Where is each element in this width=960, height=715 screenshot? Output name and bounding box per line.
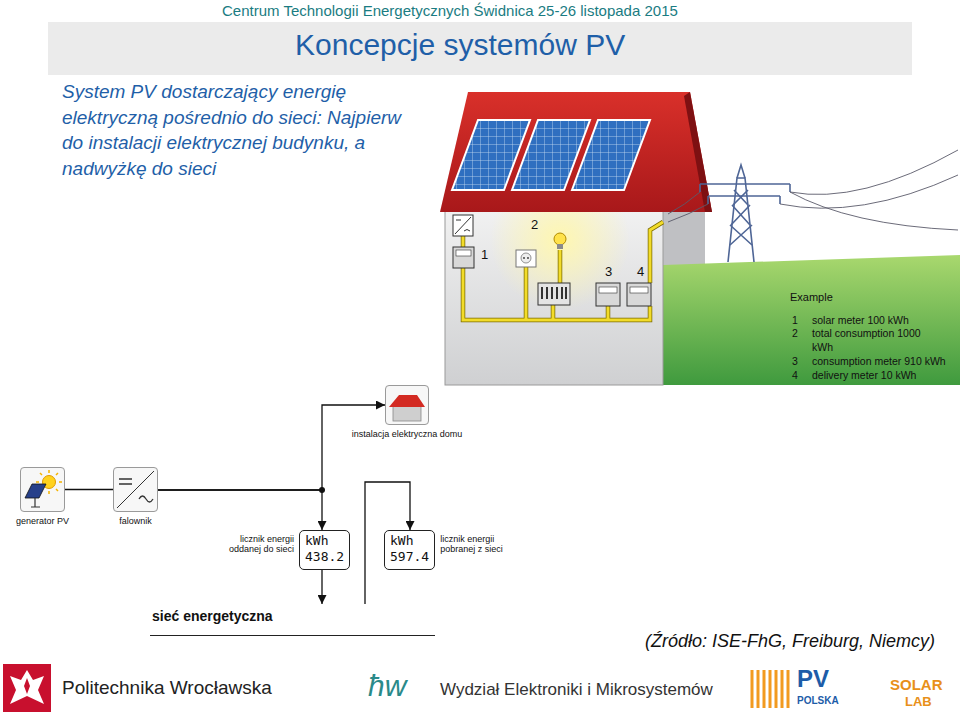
grid-band: sieć energetyczna — [150, 604, 435, 636]
node-text: kWh — [305, 533, 344, 549]
connector — [65, 489, 113, 490]
example-text: delivery meter 10 kWh — [812, 369, 916, 382]
pv-logo-text: PV — [797, 665, 829, 694]
solar-lab-logo: LAB — [905, 694, 932, 710]
connector — [158, 490, 322, 530]
callout-number: 1 — [481, 247, 488, 263]
example-number: 4 — [792, 369, 798, 382]
node-text: kWh — [390, 533, 429, 549]
example-heading: Example — [790, 291, 833, 304]
callout-number: 2 — [531, 217, 538, 233]
example-number: 2 — [792, 327, 798, 340]
node-label: licznik energii pobranej z sieci — [440, 534, 520, 555]
connector — [321, 570, 322, 605]
house-box: instalacja elektryczna domu — [385, 385, 429, 425]
import-meter: kWh597.4licznik energii pobranej z sieci — [384, 530, 435, 570]
example-text: solar meter 100 kWh — [812, 314, 909, 327]
example-text: consumption meter 910 kWh — [812, 355, 946, 368]
node-label: generator PV — [3, 516, 83, 526]
faculty-logo: ħw — [368, 668, 406, 704]
node-text: 438.2 — [305, 549, 344, 565]
slide-title: Koncepcje systemów PV — [295, 27, 625, 63]
pv-logo-subtext: POLSKA — [797, 695, 839, 707]
callout-number: 4 — [637, 264, 644, 280]
example-text: total consumption 1000 kWh — [812, 327, 922, 354]
example-number: 3 — [792, 355, 798, 368]
node-label: licznik energii oddanej do sieci — [222, 534, 294, 555]
event-header: Centrum Technologii Energetycznych Świdn… — [222, 2, 678, 20]
faculty-name: Wydział Elektroniki i Mikrosystemów — [440, 680, 713, 700]
node-label: instalacja elektryczna domu — [351, 429, 463, 439]
callout-number: 3 — [605, 264, 612, 280]
slide-subtitle: System PV dostarczający energię elektryc… — [62, 79, 407, 182]
university-name: Politechnika Wrocławska — [62, 677, 272, 700]
node-text: sieć energetyczna — [152, 608, 433, 626]
connector — [158, 405, 385, 490]
node-label: falownik — [96, 516, 176, 526]
example-number: 1 — [792, 314, 798, 327]
export-meter: licznik energii oddanej do siecikWh438.2 — [299, 530, 350, 570]
solar-lab-logo: SOLAR — [890, 676, 943, 694]
pv-generator-box: generator PV — [20, 467, 65, 512]
source-caption: (Źródło: ISE-FhG, Freiburg, Niemcy) — [645, 631, 935, 653]
node-text: 597.4 — [390, 549, 429, 565]
inverter-box: falownik — [113, 467, 158, 512]
